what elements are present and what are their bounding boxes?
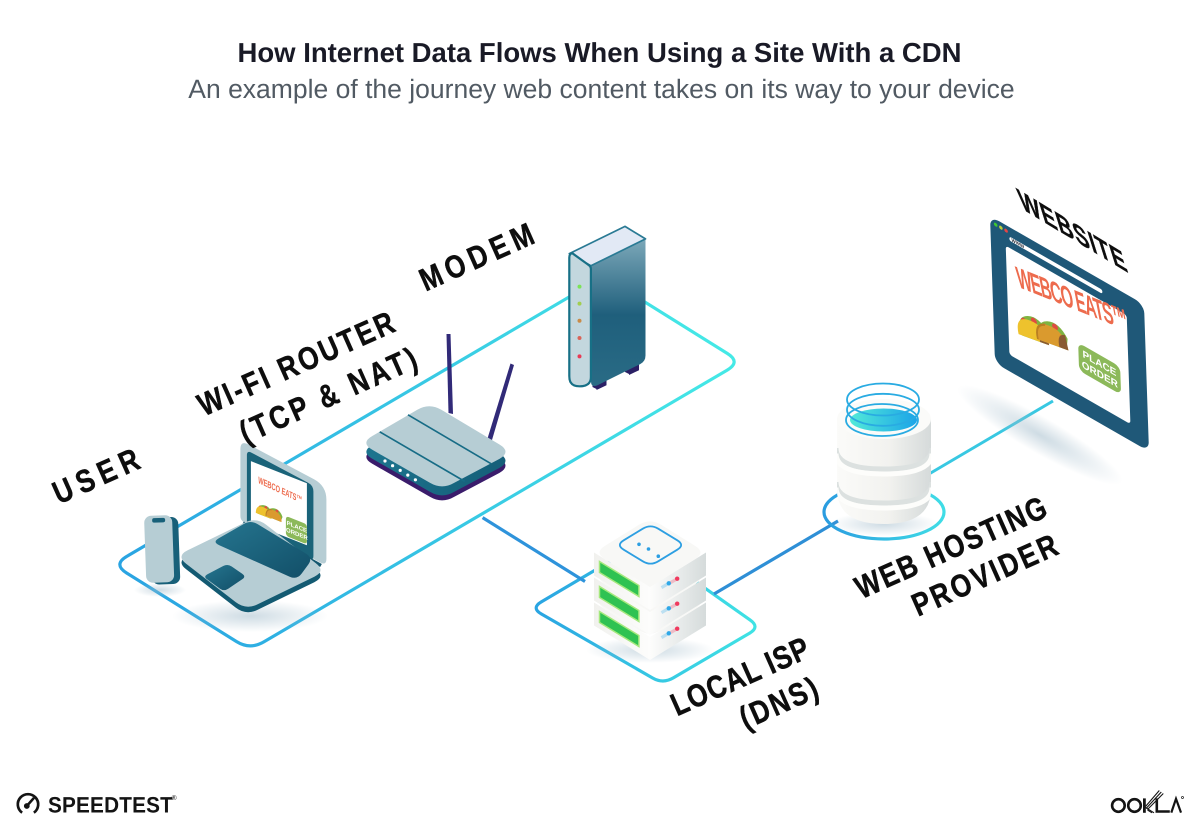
svg-text:SPEEDTEST: SPEEDTEST: [48, 793, 173, 818]
svg-text:An example of the journey web: An example of the journey web content ta…: [188, 74, 1014, 104]
svg-text:USER: USER: [47, 441, 145, 511]
svg-text:MODEM: MODEM: [414, 216, 540, 298]
svg-text:®: ®: [172, 795, 178, 802]
svg-text:How Internet Data Flows When U: How Internet Data Flows When Using a Sit…: [238, 37, 962, 68]
